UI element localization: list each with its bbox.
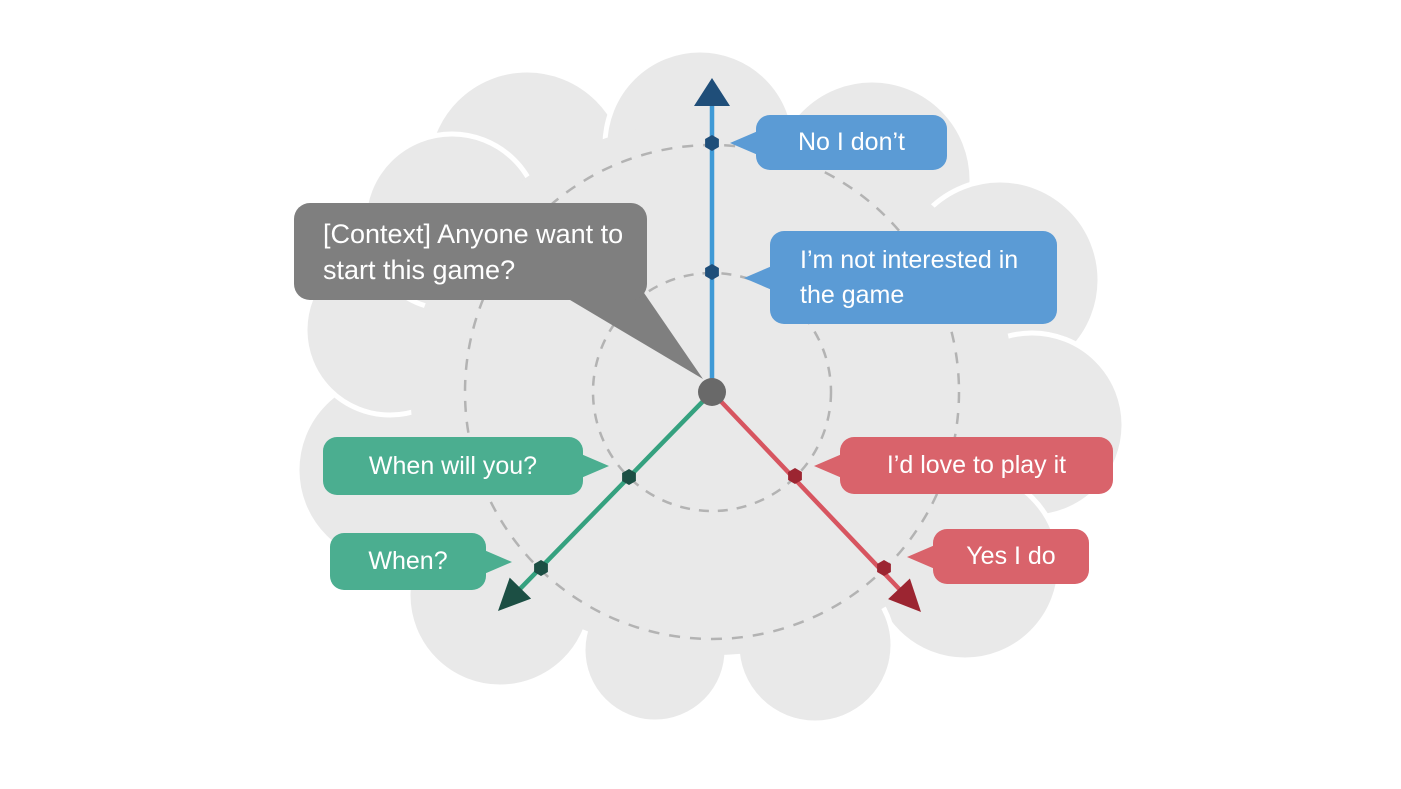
context-bubble-tail (565, 290, 703, 379)
negative-inner-point (705, 264, 719, 280)
positive-inner-point (788, 468, 802, 484)
positive-outer-point (877, 560, 891, 576)
question-axis-arrow-icon (498, 577, 532, 611)
bubble-positive-inner: I’d love to play it (814, 437, 1113, 494)
bubble-question-outer: When? (330, 533, 512, 590)
context-center-dot (698, 378, 726, 406)
negative-outer-point (705, 135, 719, 151)
positive-axis-arrow-icon (888, 578, 921, 612)
negative-axis-arrow-icon (694, 78, 730, 106)
bubble-positive-outer: Yes I do (907, 529, 1089, 584)
bubble-negative-inner: I’m not interested in the game (744, 231, 1057, 324)
bubble-negative-outer: No I don’t (730, 115, 947, 170)
positive-axis (710, 390, 905, 595)
question-axis (514, 390, 714, 595)
bubble-question-inner: When will you? (323, 437, 609, 495)
question-outer-point (534, 560, 548, 576)
context-bubble: [Context] Anyone want to start this game… (294, 203, 647, 300)
question-inner-point (622, 469, 636, 485)
